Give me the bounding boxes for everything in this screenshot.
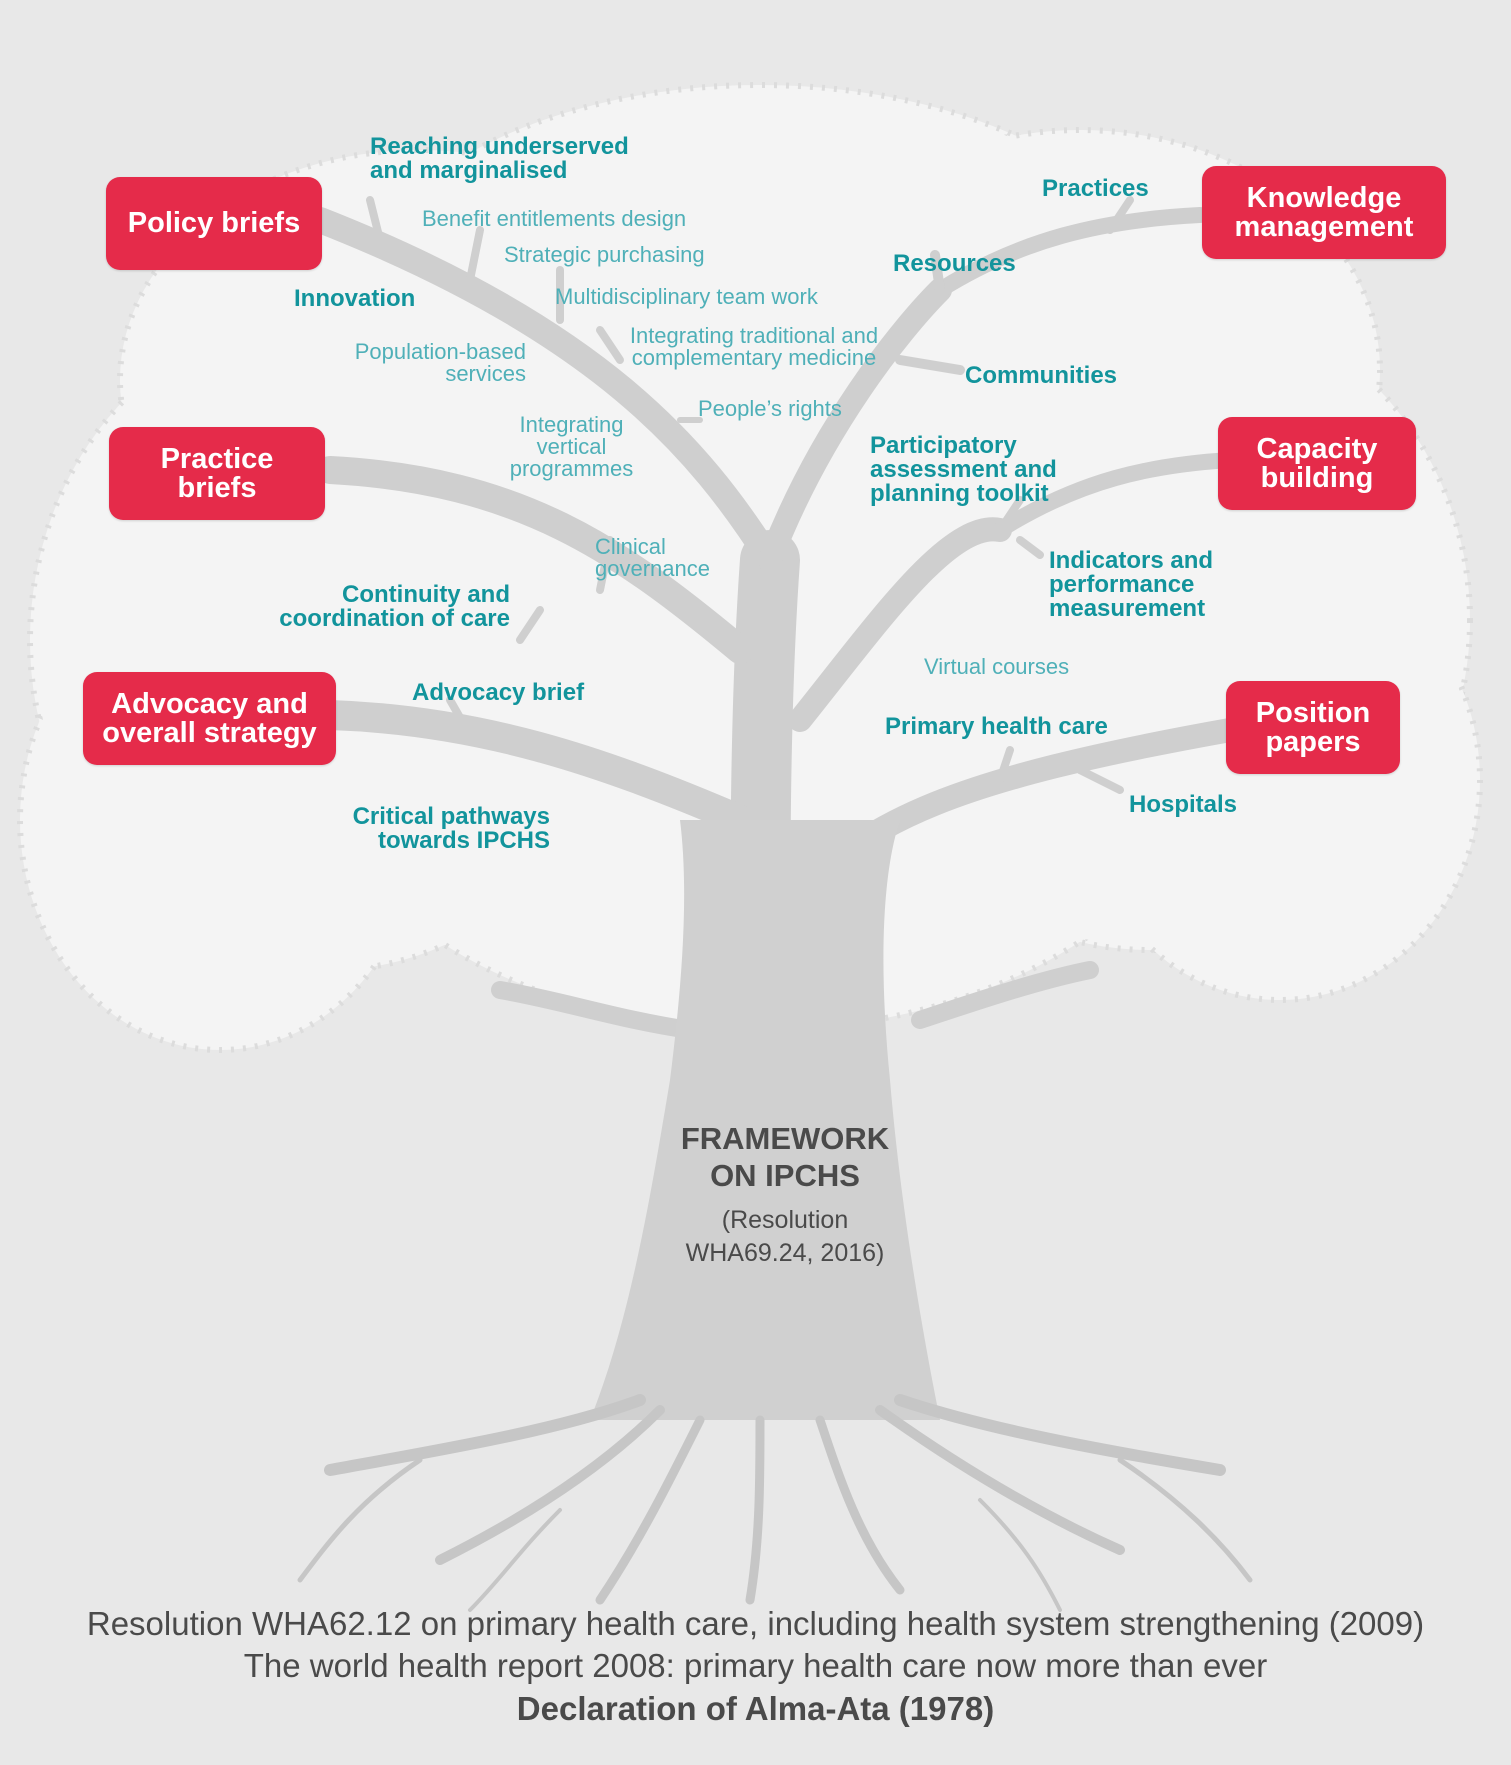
label-practices: Practices [1042, 175, 1149, 202]
tree-roots [297, 1394, 1253, 1612]
label-benefit-entitlements: Benefit entitlements design [422, 206, 687, 231]
label-hospitals: Hospitals [1129, 791, 1238, 818]
label-integrating-traditional: Integrating traditional and complementar… [629, 323, 879, 370]
label-primary-health-care: Primary health care [885, 713, 1108, 740]
label-peoples-rights: People’s rights [698, 396, 842, 421]
label-strategic-purchasing: Strategic purchasing [504, 242, 705, 267]
label-population-based: Population-based services [354, 339, 526, 386]
label-participatory-toolkit: Participatory assessment and planning to… [870, 432, 1057, 507]
category-policy-briefs: Policy briefs [106, 177, 322, 270]
label-virtual-courses: Virtual courses [924, 654, 1070, 679]
label-continuity-coordination: Continuity and coordination of care [279, 581, 510, 632]
category-practice-briefs: Practice briefs [109, 427, 325, 520]
label-reaching-underserved: Reaching underserved and marginalised [370, 133, 629, 184]
label-critical-pathways: Critical pathways towards IPCHS [352, 803, 550, 854]
roots-line-1: Resolution WHA62.12 on primary health ca… [86, 1605, 1425, 1642]
trunk-title: FRAMEWORK ON IPCHS [680, 1121, 890, 1194]
label-innovation: Innovation [294, 285, 416, 312]
category-knowledge-management: Knowledge management [1202, 166, 1446, 259]
label-resources: Resources [893, 250, 1016, 277]
label-communities: Communities [965, 362, 1118, 389]
roots-line-2: The world health report 2008: primary he… [243, 1647, 1268, 1684]
category-capacity-building: Capacity building [1218, 417, 1416, 510]
label-integrating-vertical: Integrating vertical programmes [509, 412, 634, 481]
label-clinical-governance: Clinical governance [595, 534, 710, 581]
label-multidisciplinary: Multidisciplinary team work [555, 284, 818, 309]
label-advocacy-brief: Advocacy brief [412, 679, 585, 706]
category-position-papers: Position papers [1226, 681, 1400, 774]
trunk-subtitle: (Resolution WHA69.24, 2016) [685, 1206, 885, 1267]
category-advocacy-strategy: Advocacy and overall strategy [83, 672, 336, 765]
label-indicators-performance: Indicators and performance measurement [1049, 547, 1214, 622]
roots-line-3: Declaration of Alma-Ata (1978) [516, 1690, 995, 1727]
tree-trunk [590, 820, 940, 1420]
